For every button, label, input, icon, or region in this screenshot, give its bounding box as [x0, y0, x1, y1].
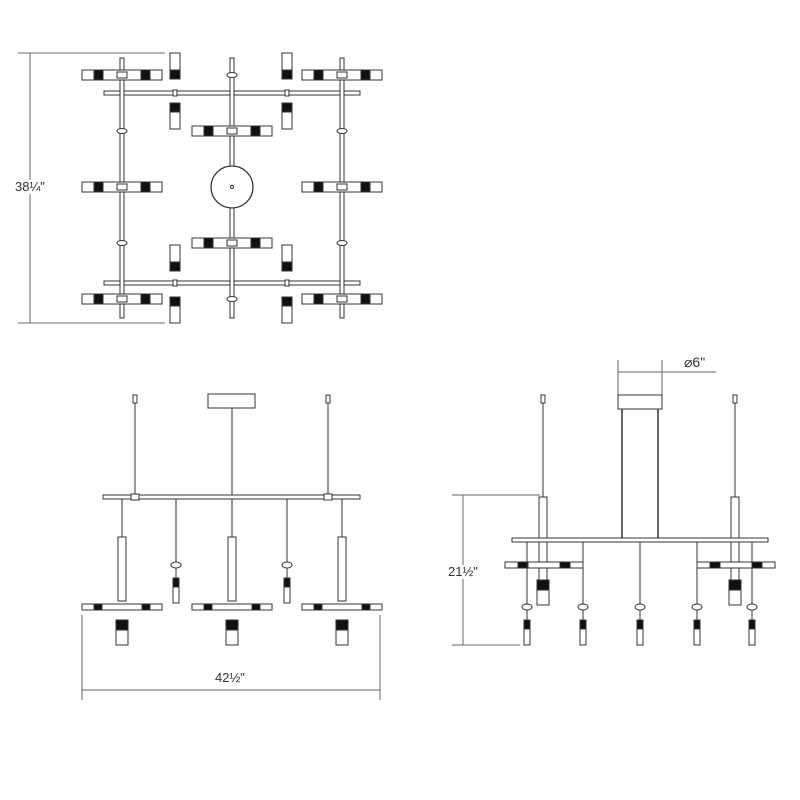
light-shade: [169, 69, 181, 80]
light-shade: [225, 619, 239, 631]
canopy: [207, 393, 256, 409]
light-shade: [335, 619, 349, 631]
canopy-center: [230, 185, 234, 189]
arm-hub: [116, 71, 128, 79]
rod-ring: [521, 603, 533, 611]
light-shade: [579, 619, 587, 630]
rod-ring: [170, 561, 182, 569]
cable-gripper: [540, 394, 546, 404]
light-shade: [251, 603, 261, 611]
light-shade: [203, 603, 213, 611]
pendant-tube: [227, 536, 237, 602]
light-shade: [283, 577, 291, 588]
light-shade: [281, 102, 293, 113]
rail-connector: [172, 89, 178, 97]
light-shade: [93, 603, 103, 611]
horizontal-bar: [511, 537, 769, 543]
arm-hub: [336, 183, 348, 191]
light-shade: [523, 619, 531, 630]
rod-ring: [577, 603, 589, 611]
arm-hub: [116, 183, 128, 191]
light-shade: [281, 296, 293, 307]
light-arm: [696, 561, 776, 569]
canopy-diameter-label: ⌀6": [683, 354, 707, 370]
canopy-circle: [210, 165, 254, 209]
light-shade: [169, 261, 181, 272]
light-shade: [281, 261, 293, 272]
light-shade: [728, 579, 742, 591]
bar-connector: [323, 493, 333, 501]
light-shade: [748, 619, 756, 630]
light-shade: [313, 603, 323, 611]
height-dimension-label: 38¼": [14, 179, 46, 194]
light-shade: [115, 619, 129, 631]
light-shade: [313, 181, 324, 193]
arm-hub: [226, 239, 238, 247]
light-shade: [636, 619, 644, 630]
light-shade: [361, 603, 371, 611]
width-dimension-label: 42½": [214, 670, 246, 685]
cable-gripper: [325, 394, 331, 404]
light-shade: [360, 181, 371, 193]
light-shade: [250, 125, 261, 137]
light-arm: [191, 603, 273, 611]
light-arm: [301, 603, 383, 611]
light-shade: [203, 125, 214, 137]
rod-ring: [226, 296, 238, 302]
light-shade: [281, 69, 293, 80]
rod-ring: [116, 240, 128, 246]
rod-ring: [634, 603, 646, 611]
rod-ring: [226, 72, 238, 78]
arm-hub: [226, 127, 238, 135]
light-arm: [504, 561, 584, 569]
rod-ring: [746, 603, 758, 611]
light-shade: [751, 561, 763, 569]
light-shade: [313, 293, 324, 305]
light-shade: [313, 69, 324, 81]
light-shade: [141, 603, 151, 611]
light-arm: [81, 603, 163, 611]
rod-ring: [336, 128, 348, 134]
light-shade: [360, 69, 371, 81]
arm-hub: [336, 295, 348, 303]
rod-ring: [336, 240, 348, 246]
horizontal-bar: [102, 494, 361, 500]
light-shade: [709, 561, 721, 569]
rail-connector: [172, 279, 178, 287]
light-shade: [140, 69, 151, 81]
light-shade: [93, 293, 104, 305]
light-shade: [360, 293, 371, 305]
light-shade: [169, 102, 181, 113]
rod-ring: [281, 561, 293, 569]
light-shade: [140, 181, 151, 193]
light-shade: [536, 579, 550, 591]
light-shade: [559, 561, 571, 569]
pendant-tube: [117, 536, 127, 602]
arm-hub: [336, 71, 348, 79]
cable-gripper: [732, 394, 738, 404]
rod-ring: [691, 603, 703, 611]
cable-gripper: [132, 394, 138, 404]
canopy: [617, 394, 663, 410]
light-shade: [250, 237, 261, 249]
light-shade: [517, 561, 529, 569]
light-shade: [693, 619, 701, 630]
rail-connector: [284, 279, 290, 287]
light-shade: [93, 181, 104, 193]
light-shade: [93, 69, 104, 81]
bar-connector: [130, 493, 140, 501]
light-shade: [172, 577, 180, 588]
pendant-tube: [337, 536, 347, 602]
light-shade: [140, 293, 151, 305]
rod-ring: [116, 128, 128, 134]
arm-hub: [116, 295, 128, 303]
light-shade: [203, 237, 214, 249]
drop-dimension-label: 21½": [447, 564, 479, 579]
light-shade: [169, 296, 181, 307]
rail-connector: [284, 89, 290, 97]
